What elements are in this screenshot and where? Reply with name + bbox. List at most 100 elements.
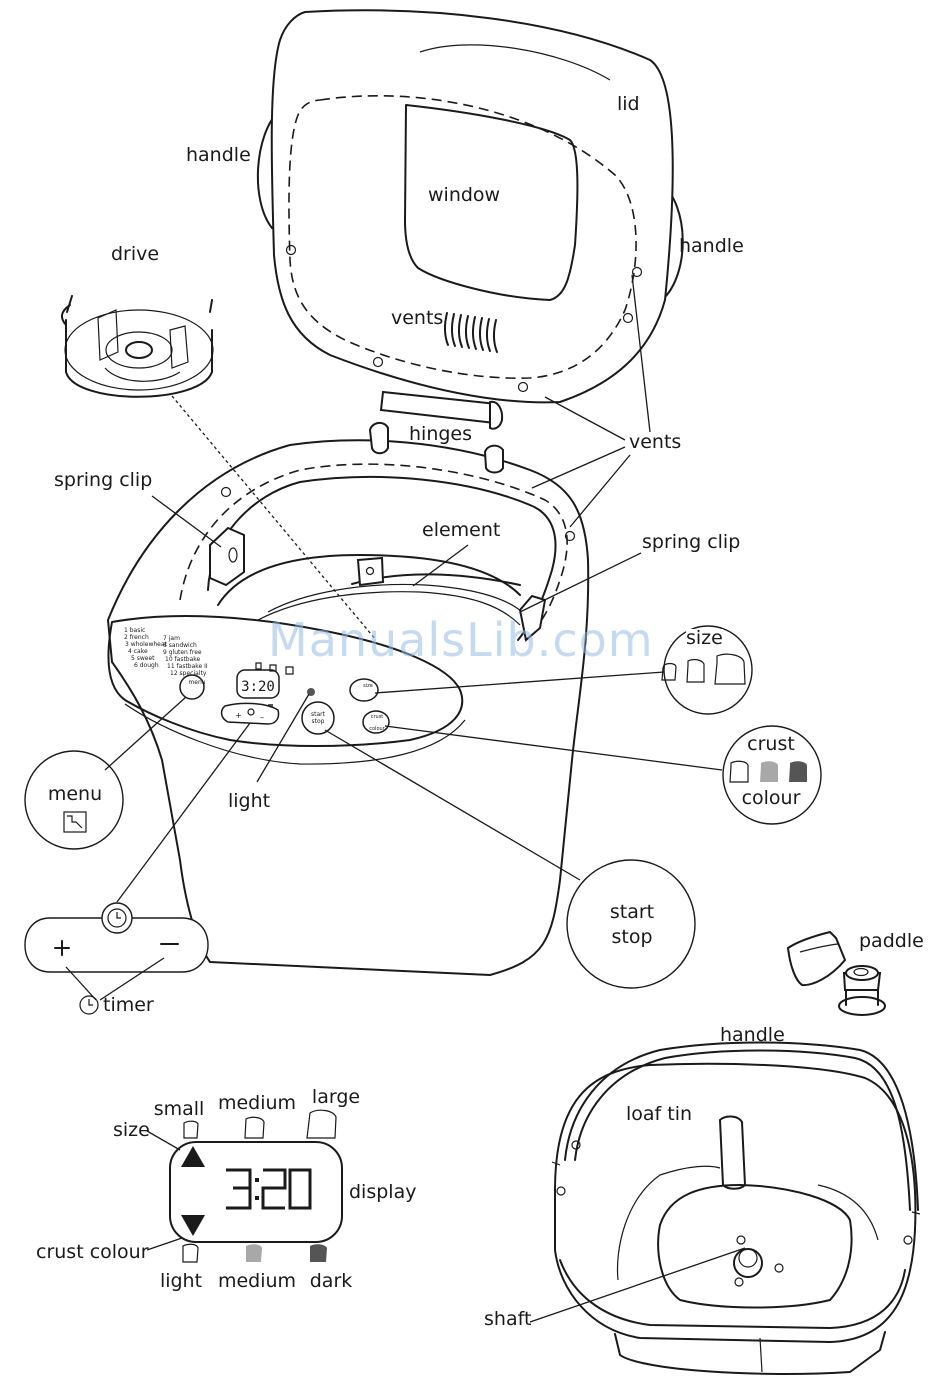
label-handle-left: handle: [186, 144, 251, 166]
drive-illustration: [60, 295, 214, 398]
svg-text:12 specialty: 12 specialty: [170, 670, 207, 677]
panel-crust-button[interactable]: [362, 710, 390, 734]
label-spring-clip-right: spring clip: [642, 531, 741, 553]
lid-dashed-seam: [288, 95, 637, 379]
tin-inner-base: [657, 1184, 853, 1309]
label-stop: stop: [611, 926, 653, 948]
svg-text:start: start: [311, 711, 326, 718]
lid-illustration: [256, 9, 684, 430]
crust-icon-light: [182, 1243, 199, 1263]
size-callout: [661, 625, 753, 715]
label-paddle: paddle: [859, 930, 924, 952]
body-screws: [220, 486, 576, 542]
drive-dotted-guide: [171, 395, 377, 641]
display-label-display: display: [349, 1181, 417, 1203]
panel-menu-button[interactable]: [179, 674, 205, 700]
size-icon-medium: [244, 1116, 265, 1139]
label-element: element: [422, 519, 501, 541]
leader-lines: [65, 274, 746, 1323]
svg-text:2 french: 2 french: [124, 634, 149, 641]
start-stop-callout: [566, 859, 696, 989]
display-frame: [169, 1141, 343, 1243]
display-detail: [169, 1109, 343, 1263]
machine-body: 1 basic 2 french 3 wholewheat 4 cake 5 s…: [107, 422, 590, 976]
label-drive: drive: [110, 243, 160, 265]
svg-text:6 dough: 6 dough: [134, 662, 159, 669]
svg-text:colour: colour: [369, 726, 385, 732]
tin-handle-wire: [564, 1041, 919, 1211]
panel-start-button[interactable]: [301, 701, 335, 735]
body-inner-rim: [207, 475, 557, 641]
body-hinges: [368, 422, 504, 474]
control-panel-outline: [107, 615, 464, 747]
watermark: ManualsLib.com: [268, 613, 654, 667]
tin-body-bottom: [614, 1331, 886, 1375]
label-timer: timer: [103, 994, 154, 1016]
lid-shell: [270, 9, 674, 404]
loaf-tin-illustration: [551, 1041, 921, 1375]
svg-text:11 fastbake II: 11 fastbake II: [167, 663, 208, 670]
svg-text:menu: menu: [188, 679, 205, 686]
svg-text:4 cake: 4 cake: [128, 648, 148, 655]
bread-pan-outline: [257, 591, 521, 626]
label-spring-clip-left: spring clip: [54, 469, 153, 491]
display-time-readout: [226, 1168, 312, 1210]
svg-text:10 fastbake: 10 fastbake: [165, 656, 201, 663]
svg-text:7 jam: 7 jam: [163, 635, 180, 642]
label-vents-body: vents: [629, 431, 682, 453]
menu-callout: [24, 750, 124, 850]
lid-window: [404, 104, 579, 301]
display-label-crust-colour: crust colour: [36, 1241, 149, 1263]
display-label-medium-size: medium: [217, 1092, 297, 1114]
panel-size-markers: [255, 662, 294, 675]
svg-text:8 sandwich: 8 sandwich: [163, 642, 197, 649]
tin-rim: [554, 1062, 917, 1343]
panel-lcd-time: 3:20: [241, 679, 275, 695]
svg-text:9 gluten free: 9 gluten free: [163, 649, 202, 656]
panel-timer-button[interactable]: [220, 702, 280, 725]
svg-text:3 wholewheat: 3 wholewheat: [125, 641, 168, 648]
svg-text:+: +: [235, 711, 242, 720]
label-lid: lid: [617, 93, 640, 115]
lid-hinge-bar: [379, 390, 504, 430]
display-label-light: light: [159, 1270, 203, 1292]
panel-lcd: [236, 669, 280, 699]
label-crust: crust: [747, 733, 795, 755]
svg-text:1 basic: 1 basic: [124, 627, 145, 634]
crust-icon-medium: [246, 1244, 262, 1262]
display-label-small: small: [153, 1098, 205, 1120]
body-dashed-seam: [179, 463, 568, 641]
display-label-large: large: [311, 1086, 361, 1108]
label-colour: colour: [741, 787, 801, 809]
crust-icon-dark: [310, 1244, 327, 1262]
panel-program-list: 1 basic 2 french 3 wholewheat 4 cake 5 s…: [124, 627, 208, 677]
display-label-dark: dark: [309, 1270, 353, 1292]
label-handle-tin: handle: [720, 1024, 785, 1046]
label-shaft: shaft: [484, 1308, 532, 1330]
svg-text:crust: crust: [371, 714, 384, 720]
svg-text:size: size: [363, 683, 373, 689]
svg-text:5 sweet: 5 sweet: [131, 655, 155, 662]
crust-colour-callout: [722, 725, 822, 825]
label-window: window: [428, 184, 501, 206]
spring-clip-right-shape: [518, 594, 547, 642]
label-size: size: [686, 627, 723, 649]
body-outline: [107, 439, 590, 976]
size-icon-small: [183, 1120, 199, 1139]
label-vents-lid: vents: [391, 307, 444, 329]
display-label-size: size: [113, 1119, 150, 1141]
label-hinges: hinges: [409, 423, 473, 445]
label-menu: menu: [47, 783, 103, 805]
lid-screws: [285, 244, 643, 393]
size-arrow-up-icon: [181, 1146, 205, 1167]
label-light: light: [228, 790, 271, 812]
panel-size-button[interactable]: [349, 678, 379, 702]
label-loaf-tin: loaf tin: [626, 1103, 693, 1125]
label-start: start: [609, 901, 655, 923]
display-label-medium-crust: medium: [217, 1270, 297, 1292]
size-icon-large: [306, 1109, 337, 1139]
lid-top-arc: [419, 44, 611, 81]
spring-clip-left-shape: [209, 526, 245, 587]
svg-text:stop: stop: [312, 718, 325, 725]
